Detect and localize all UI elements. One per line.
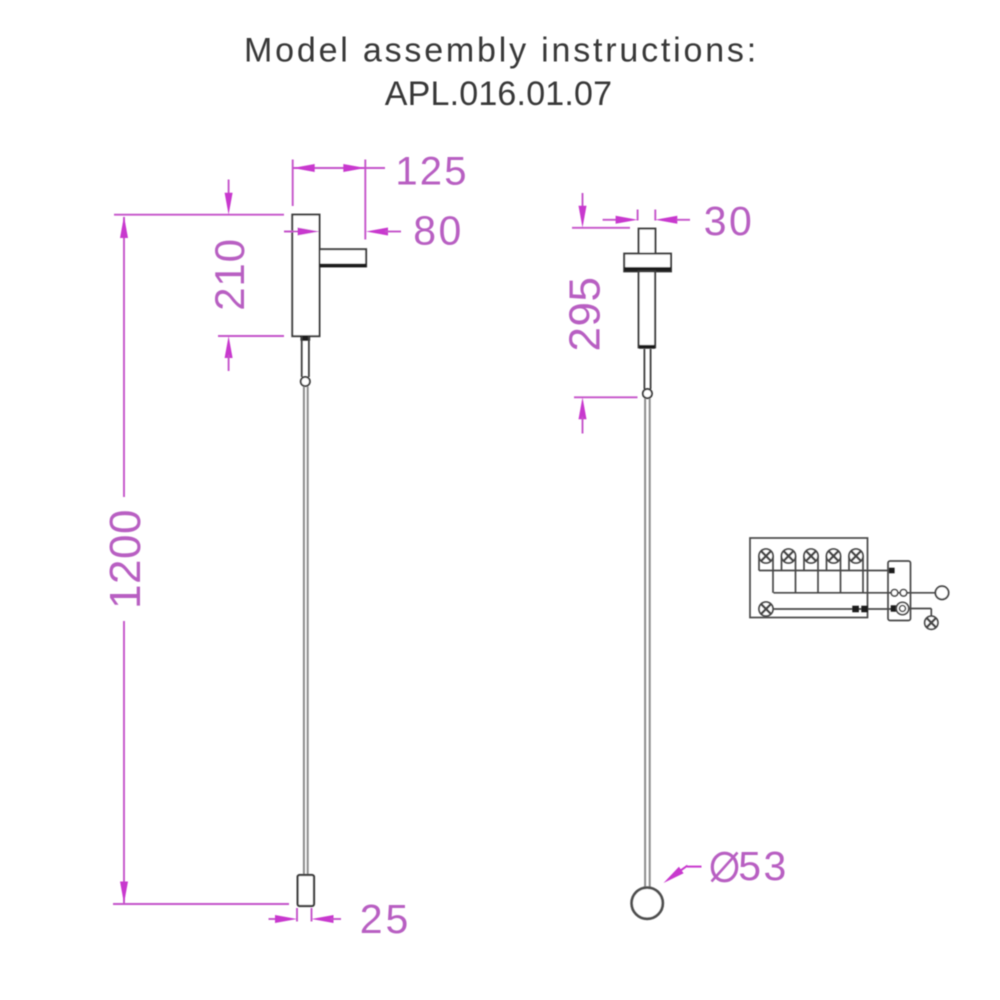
svg-text:210: 210 bbox=[206, 238, 253, 310]
svg-text:80: 80 bbox=[413, 208, 463, 254]
svg-text:295: 295 bbox=[561, 277, 610, 352]
svg-text:30: 30 bbox=[704, 198, 755, 244]
svg-text:APL.016.01.07: APL.016.01.07 bbox=[385, 75, 613, 113]
svg-text:25: 25 bbox=[360, 896, 412, 942]
svg-text:53: 53 bbox=[738, 843, 789, 889]
svg-text:125: 125 bbox=[395, 150, 468, 194]
svg-text:Model assembly instructions:: Model assembly instructions: bbox=[244, 32, 759, 70]
svg-text:1200: 1200 bbox=[101, 509, 150, 609]
